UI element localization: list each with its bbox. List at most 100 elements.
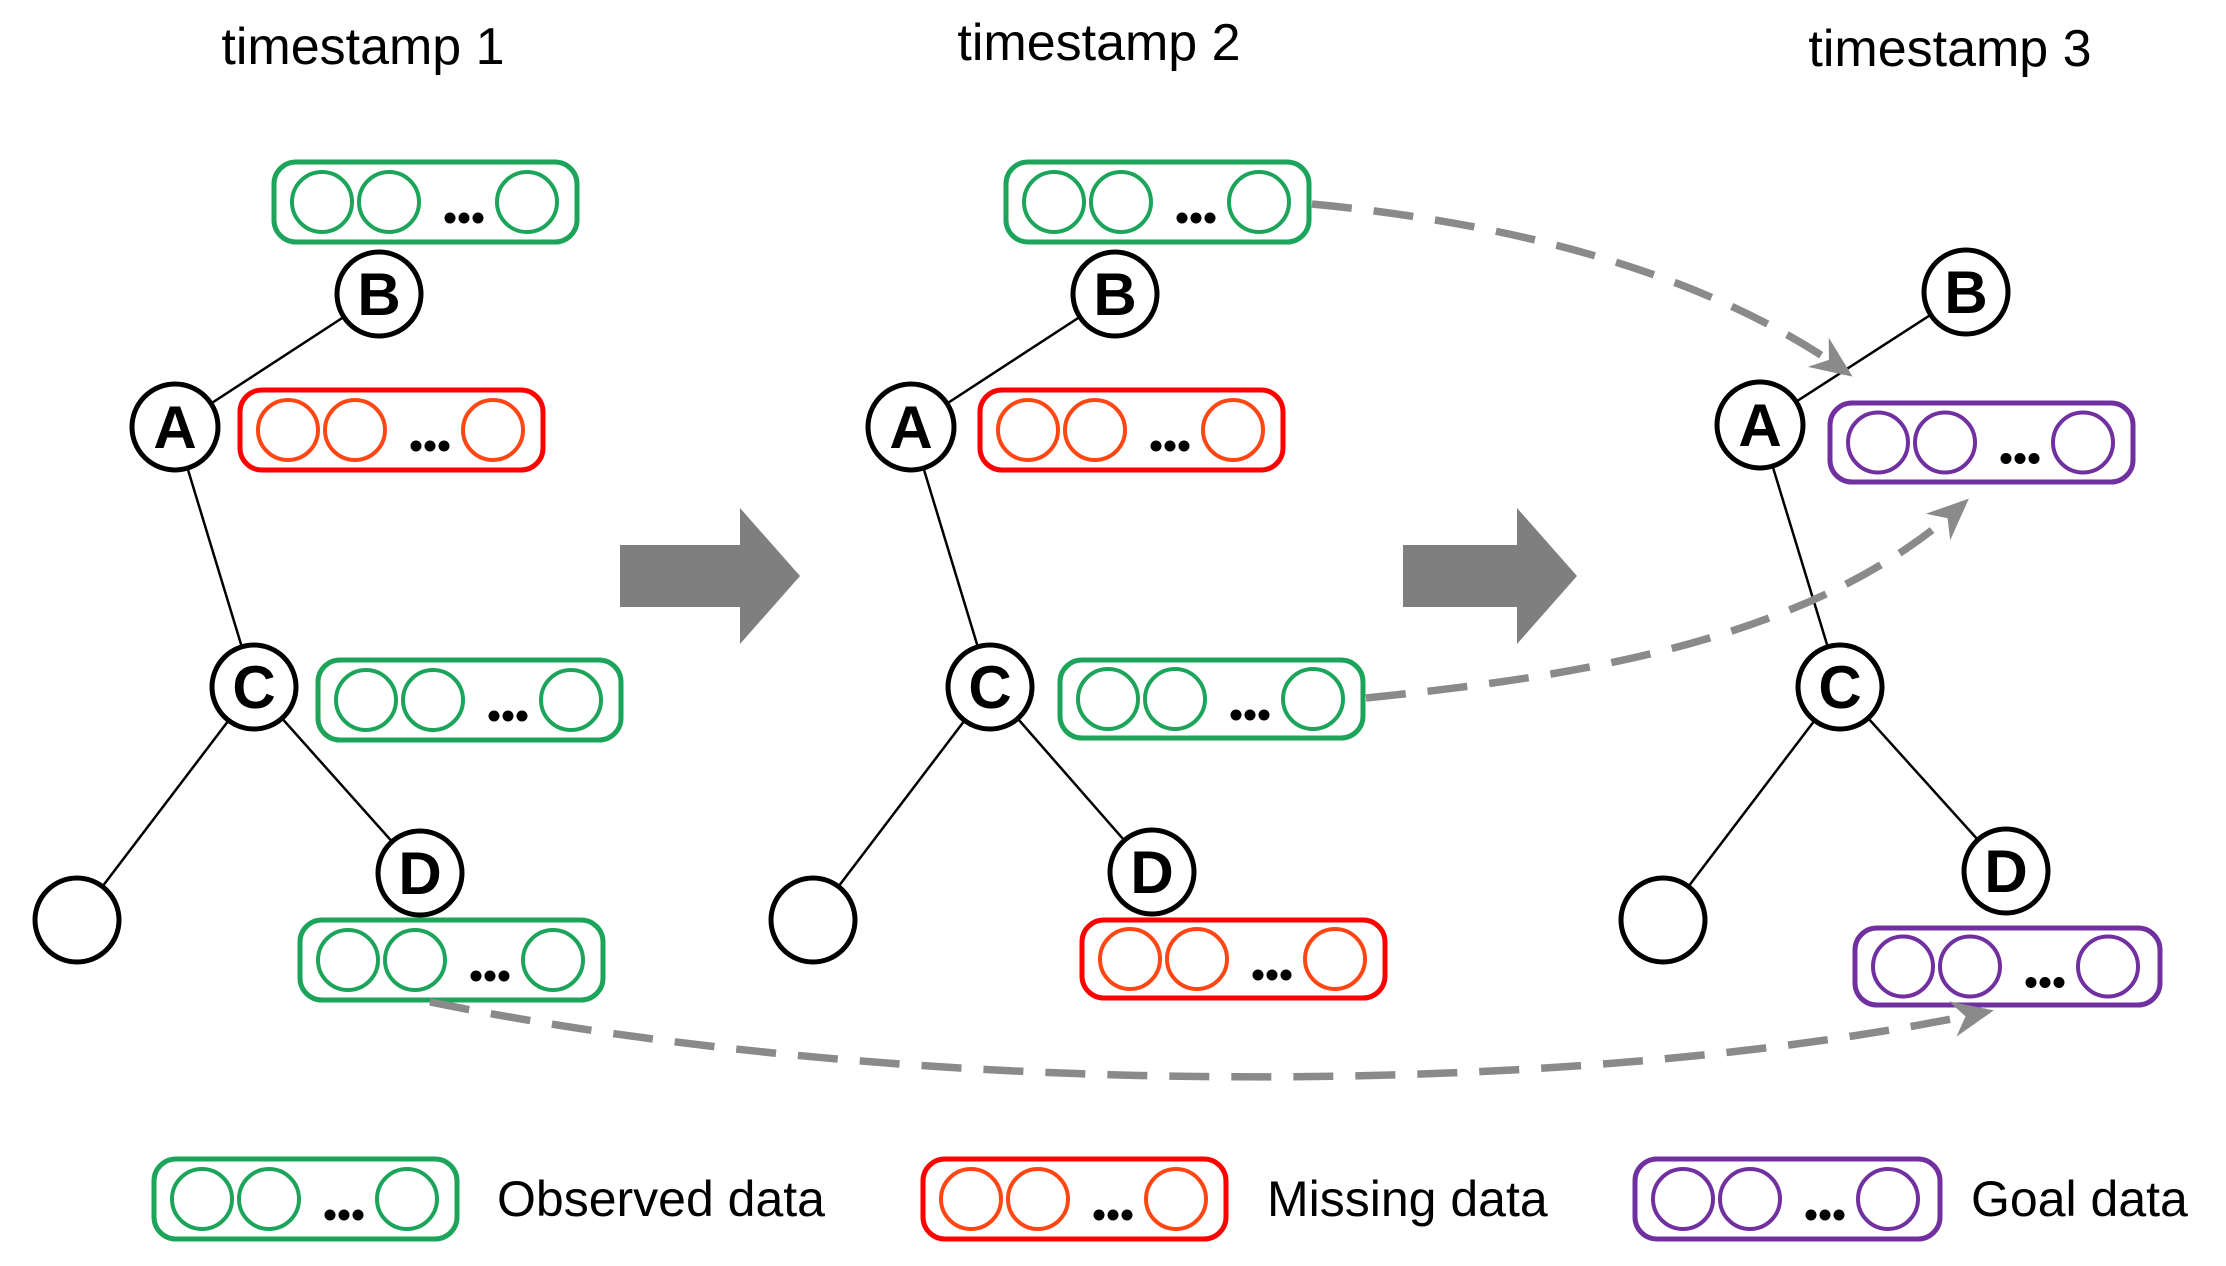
data-boxes-layer: [237, 159, 2163, 1008]
node-t1-A: [129, 381, 221, 473]
node-t1-D: [375, 828, 465, 918]
node-t1-D-label: D: [398, 840, 441, 907]
unit-circle: [1871, 934, 1935, 999]
ellipsis-dot: [458, 212, 470, 224]
timestamp3-tree-edges: [1662, 290, 2007, 921]
data-box-t1-A-missing: [237, 387, 546, 473]
unit-circle: [1165, 927, 1229, 991]
ellipsis-dot: [2053, 977, 2065, 988]
ellipsis-dot: [1164, 440, 1176, 452]
unit-circle: [996, 398, 1060, 462]
legend-label-observed: Observed data: [497, 1171, 825, 1227]
edge-t3-C-empty: [1662, 686, 1841, 921]
node-t2-D-label: D: [1130, 839, 1173, 906]
node-t2-empty: [768, 875, 858, 965]
node-t3-D-label: D: [1984, 838, 2027, 905]
ellipsis-dot: [2039, 977, 2051, 988]
unit-circle: [256, 398, 320, 462]
ellipsis-dot: [498, 970, 510, 982]
ellipsis-dot: [338, 1209, 350, 1221]
timestamp3-nodes: B A C D: [1618, 247, 2051, 965]
unit-circle: [1913, 410, 1977, 475]
data-box-legend-observed: [151, 1156, 460, 1242]
ellipsis-dot: [410, 440, 422, 452]
node-t2-A: [865, 381, 957, 473]
data-box-t1-B-observed: [271, 159, 580, 245]
unit-circle: [461, 398, 525, 462]
ellipsis-dot: [1258, 709, 1270, 721]
ellipsis-dot: [1833, 1209, 1845, 1221]
ellipsis-dot: [1819, 1209, 1831, 1221]
ellipsis-dot: [1280, 969, 1292, 981]
unit-circle: [1303, 927, 1367, 991]
ellipsis-dot: [1252, 969, 1264, 981]
timestamp1-title: timestamp 1: [221, 18, 504, 76]
ellipsis-dot: [2025, 977, 2037, 988]
ellipsis-dot: [2028, 453, 2040, 464]
unit-circle: [1846, 410, 1910, 475]
node-t3-empty: [1618, 875, 1708, 965]
unit-circle: [1201, 398, 1265, 462]
unit-circle: [2076, 934, 2140, 999]
unit-circle: [290, 170, 354, 234]
flow-arrow-t1D-to-t3D-goal: [429, 998, 1994, 1081]
unit-circle: [170, 1167, 234, 1231]
node-t1-empty: [32, 875, 122, 965]
unit-circle: [1063, 398, 1127, 462]
unit-circle: [316, 928, 380, 992]
unit-circle: [2051, 410, 2115, 475]
unit-circle: [495, 170, 559, 234]
legend-label-missing: Missing data: [1267, 1171, 1548, 1227]
unit-circle: [237, 1167, 301, 1231]
unit-circle: [1022, 170, 1086, 234]
ellipsis-dot: [2014, 453, 2026, 464]
data-box-t2-C-observed: [1057, 657, 1366, 741]
node-t3-D: [1961, 826, 2051, 916]
node-t3-B: [1921, 247, 2011, 337]
node-t2-C: [945, 642, 1035, 732]
unit-circle: [1144, 1167, 1208, 1231]
unit-circle: [1281, 667, 1345, 731]
unit-circle: [939, 1167, 1003, 1231]
ellipsis-dot: [1176, 212, 1188, 224]
unit-circle: [521, 928, 585, 992]
timestamp1-nodes: B A C D: [32, 249, 465, 965]
unit-circle: [401, 668, 465, 732]
node-t1-C: [209, 642, 299, 732]
unit-circle: [1089, 170, 1153, 234]
node-t1-A-label: A: [153, 394, 196, 461]
ellipsis-dot: [1190, 212, 1202, 224]
data-box-legend-goal: [1632, 1156, 1943, 1242]
ellipsis-dot: [502, 710, 514, 722]
ellipsis-dot: [424, 440, 436, 452]
legend-label-goal: Goal data: [1971, 1171, 2188, 1227]
node-t3-C: [1795, 642, 1885, 732]
ellipsis-dot: [1244, 709, 1256, 721]
ellipsis-dot: [1107, 1209, 1119, 1221]
node-t1-B-label: B: [357, 261, 400, 328]
ellipsis-dot: [324, 1209, 336, 1221]
ellipsis-dot: [352, 1209, 364, 1221]
node-t3-B-label: B: [1944, 259, 1987, 326]
unit-circle: [375, 1167, 439, 1231]
data-box-t3-A-goal: [1827, 400, 2136, 485]
edge-t3-A-C: [1758, 424, 1842, 688]
transition-arrow-t2-to-t3: [1403, 508, 1577, 644]
ellipsis-dot: [1093, 1209, 1105, 1221]
unit-circle: [1076, 667, 1140, 731]
flow-arrow-t2C-to-t3A-goal: [1365, 498, 1969, 702]
ellipsis-dot: [1150, 440, 1162, 452]
ellipsis-dot: [1230, 709, 1242, 721]
node-t2-D: [1107, 827, 1197, 917]
node-t3-C-label: C: [1818, 654, 1861, 721]
unit-circle: [383, 928, 447, 992]
data-box-t1-C-observed: [315, 657, 624, 743]
ellipsis-dot: [444, 212, 456, 224]
node-t1-B: [334, 249, 424, 339]
unit-circle: [1227, 170, 1291, 234]
ellipsis-dot: [2000, 453, 2012, 464]
unit-circle: [1651, 1167, 1715, 1231]
node-t2-B-label: B: [1093, 261, 1136, 328]
